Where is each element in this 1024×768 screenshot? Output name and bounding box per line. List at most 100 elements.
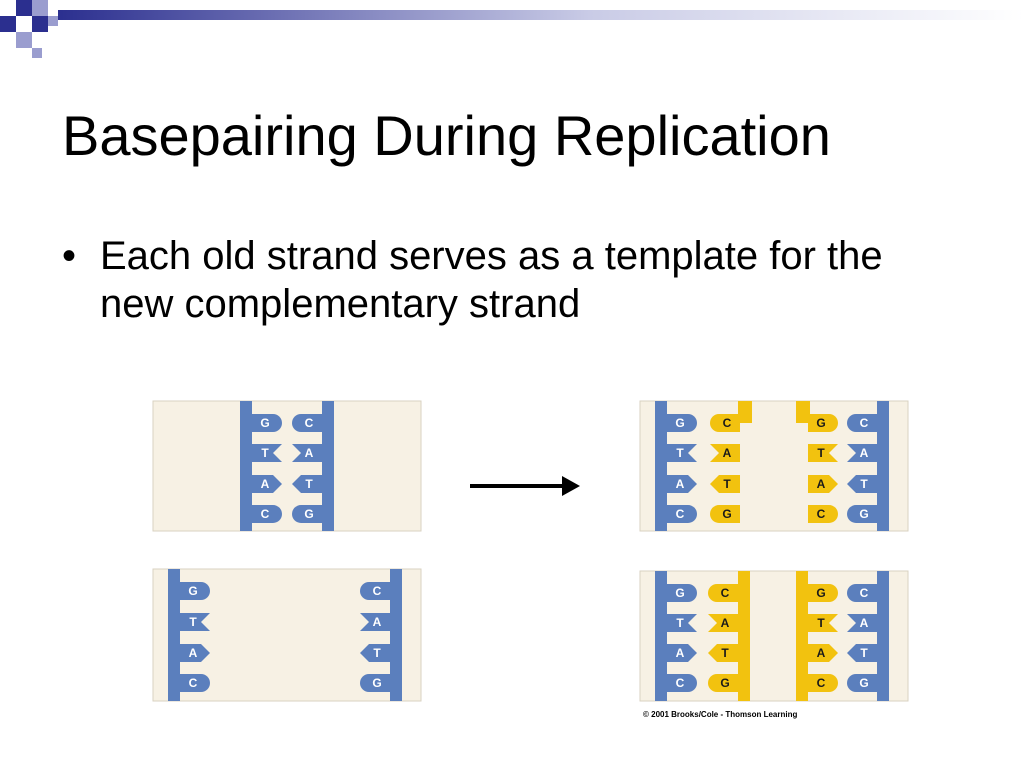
base-a [360,613,390,631]
base-letter: C [676,507,685,521]
base-letter: C [860,416,869,430]
deco-square [0,16,16,32]
base-t [292,475,322,493]
bullet-dot: • [62,234,77,278]
base-t [667,614,697,632]
strand-backbone [796,571,808,701]
base-letter: C [261,507,270,521]
strand-backbone [877,571,889,701]
strand-backbone [168,569,180,701]
deco-square [48,16,58,26]
base-t [180,613,210,631]
base-g [847,505,877,523]
deco-square [16,0,32,16]
base-a [847,444,877,462]
base-t [708,644,738,662]
base-letter: C [860,586,869,600]
base-letter: G [304,507,313,521]
base-letter: T [305,477,313,491]
base-g [708,674,738,692]
base-letter: C [189,676,198,690]
base-a [847,614,877,632]
base-letter: A [189,646,198,660]
strand-backbone [390,569,402,701]
deco-square [32,16,48,32]
base-letter: A [817,477,826,491]
base-letter: A [860,446,869,460]
base-letter: A [676,477,685,491]
base-c [808,674,838,692]
deco-square [32,32,48,48]
strand-backbone [655,571,667,701]
base-letter: T [676,446,684,460]
base-letter: A [723,446,732,460]
base-c [847,584,877,602]
base-t [710,475,740,493]
slide-title: Basepairing During Replication [62,104,831,167]
deco-square [16,16,32,32]
base-letter: G [859,676,868,690]
strand-backbone [240,401,252,531]
new-backbone-fragment [796,401,810,423]
base-letter: C [305,416,314,430]
strand-backbone [738,571,750,701]
base-a [710,444,740,462]
base-letter: C [721,586,730,600]
base-c [667,674,697,692]
base-letter: A [676,646,685,660]
base-c [710,414,740,432]
base-letter: G [188,584,197,598]
separated-strands: G T A C C A T G [168,569,402,701]
base-c [808,505,838,523]
base-g [847,674,877,692]
base-letter: T [817,446,825,460]
base-letter: T [817,616,825,630]
base-letter: T [373,646,381,660]
base-a [292,444,322,462]
base-c [667,505,697,523]
base-g [360,674,390,692]
base-letter: A [860,616,869,630]
panel-original [152,400,422,532]
base-a [808,475,838,493]
base-t [847,644,877,662]
strand-backbone [655,401,667,531]
base-g [667,584,697,602]
strand-backbone [877,401,889,531]
base-c [847,414,877,432]
base-t [808,444,838,462]
base-letter: A [373,615,382,629]
base-letter: T [189,615,197,629]
base-c [360,582,390,600]
top-gradient-bar [58,10,1024,20]
base-g [667,414,697,432]
corner-decoration [0,0,1024,58]
base-letter: T [860,646,868,660]
base-t [360,644,390,662]
base-a [180,644,210,662]
base-letter: T [261,446,269,460]
deco-square [32,0,48,16]
base-letter: G [816,586,825,600]
base-g [808,584,838,602]
base-letter: A [721,616,730,630]
base-letter: G [720,676,729,690]
base-g [252,414,282,432]
base-c [708,584,738,602]
base-letter: G [372,676,381,690]
base-g [808,414,838,432]
base-letter: G [260,416,269,430]
base-letter: G [722,507,731,521]
base-g [292,505,322,523]
base-c [180,674,210,692]
process-arrow-head [562,476,580,496]
dna-replication-figure: G C T A A T C G G T A C C A T G G C T A A T C G G C T A A T C G G C T A A… [140,378,920,723]
base-letter: C [723,416,732,430]
base-g [180,582,210,600]
base-letter: C [373,584,382,598]
base-t [667,444,697,462]
base-a [252,475,282,493]
